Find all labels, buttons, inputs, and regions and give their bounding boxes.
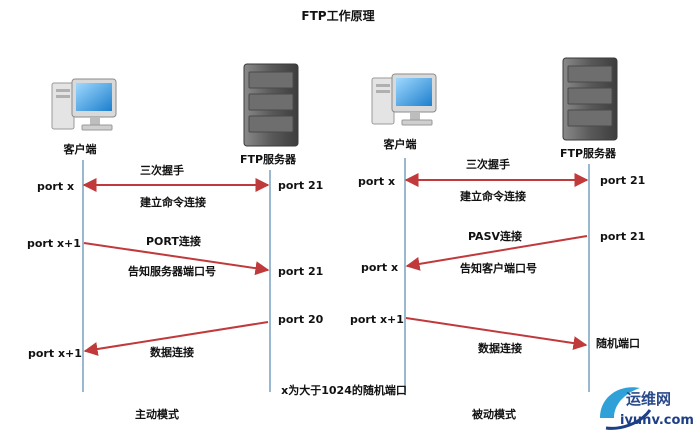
active-msg-command: 建立命令连接	[140, 195, 206, 209]
passive-msg-handshake: 三次握手	[466, 157, 510, 171]
site-watermark: 运维网 iyunv.com	[600, 387, 694, 430]
active-msg-port: PORT连接	[146, 234, 201, 248]
watermark-site: iyunv.com	[620, 413, 694, 428]
passive-mode-section: 客户端 FTP服务器 port x port x port x+1 port 2…	[350, 57, 645, 421]
passive-client-port-2: port x	[361, 261, 398, 274]
watermark-brand: 运维网	[626, 390, 671, 408]
passive-client-label: 客户端	[383, 137, 417, 151]
active-client-port-3: port x+1	[28, 347, 82, 360]
passive-client-port-1: port x	[358, 175, 395, 188]
watermark-arc-icon	[605, 409, 652, 430]
client-computer-icon	[51, 78, 117, 131]
passive-msg-data: 数据连接	[478, 341, 522, 355]
active-port-arrow	[83, 242, 270, 276]
client-computer-icon	[371, 73, 437, 126]
passive-msg-pasv: PASV连接	[468, 229, 522, 243]
active-client-label: 客户端	[63, 142, 97, 156]
passive-msg-notify: 告知客户端口号	[460, 261, 537, 275]
active-msg-notify: 告知服务器端口号	[128, 264, 216, 278]
active-client-port-2: port x+1	[27, 237, 81, 250]
passive-pasv-arrow	[405, 235, 588, 271]
active-msg-data: 数据连接	[150, 345, 194, 359]
port-note: x为大于1024的随机端口	[281, 383, 407, 397]
active-server-port-2: port 21	[278, 265, 323, 278]
passive-server-label: FTP服务器	[560, 146, 617, 160]
passive-server-port-1: port 21	[600, 174, 645, 187]
server-icon	[562, 57, 618, 141]
diagram-title: FTP工作原理	[301, 8, 374, 23]
watermark-swirl-icon	[600, 387, 640, 418]
active-mode-section: 客户端 FTP服务器 port x port x+1 port x+1 port…	[27, 63, 324, 421]
server-icon	[243, 63, 299, 147]
passive-data-arrow	[405, 317, 588, 351]
passive-mode-caption: 被动模式	[472, 407, 516, 421]
active-mode-caption: 主动模式	[135, 407, 179, 421]
passive-server-port-2: port 21	[600, 230, 645, 243]
active-server-port-1: port 21	[278, 179, 323, 192]
active-msg-handshake: 三次握手	[140, 163, 184, 177]
active-client-port-1: port x	[37, 180, 74, 193]
passive-client-port-3: port x+1	[350, 313, 404, 326]
active-data-arrow	[83, 321, 269, 356]
active-server-label: FTP服务器	[240, 152, 297, 166]
active-server-port-3: port 20	[278, 313, 324, 326]
passive-msg-command: 建立命令连接	[460, 189, 526, 203]
passive-server-port-3: 随机端口	[596, 336, 640, 350]
